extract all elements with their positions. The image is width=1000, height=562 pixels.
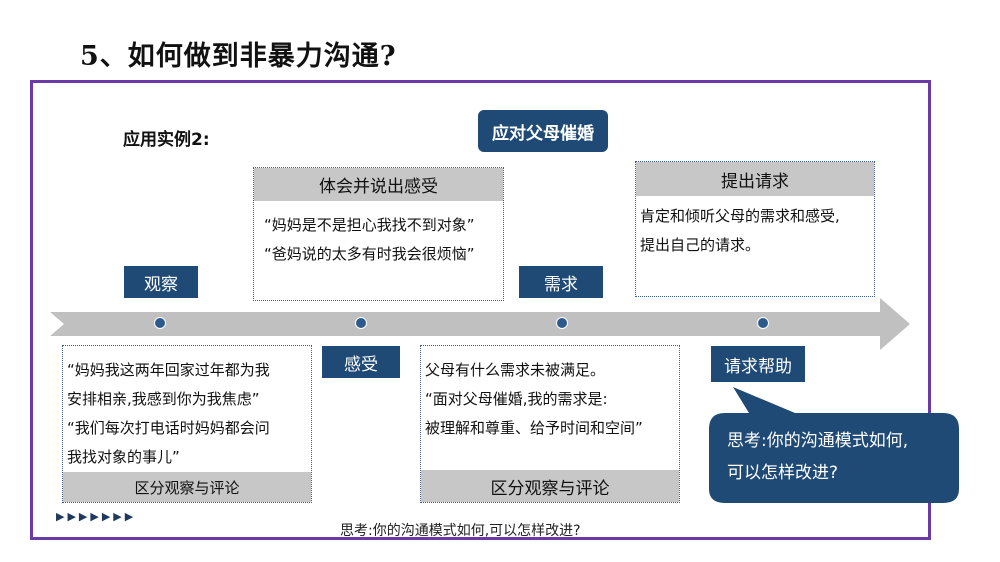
topic-badge: 应对父母催婚 [478, 110, 608, 152]
card-make-request: 提出请求 肯定和倾听父母的需求和感受, 提出自己的请求。 [635, 161, 875, 297]
card-express-feelings-text: “妈妈是不是担心我找不到对象” “爸妈说的太多有时我会很烦恼” [264, 216, 475, 263]
timeline-dot-need [556, 317, 568, 329]
step-label-feel: 感受 [322, 346, 400, 378]
timeline-arrow-shape [50, 298, 910, 350]
timeline-dot-observe [154, 317, 166, 329]
card-make-request-header: 提出请求 [636, 162, 874, 196]
card-express-feelings: 体会并说出感受 “妈妈是不是担心我找不到对象” “爸妈说的太多有时我会很烦恼” [253, 167, 504, 301]
card-observation-text: “妈妈我这两年回家过年都为我 安排相亲,我感到你为我焦虑” “我们每次打电话时妈… [67, 361, 270, 466]
step-label-request: 请求帮助 [711, 346, 805, 382]
callout-text: 思考:你的沟通模式如何, 可以怎样改进? [727, 431, 909, 483]
example-subtitle: 应用实例2: [123, 130, 210, 150]
card-needs-footer: 区分观察与评论 [421, 470, 679, 502]
callout-bubble-shape [709, 387, 959, 503]
callout-bubble [709, 387, 959, 503]
card-make-request-text: 肯定和倾听父母的需求和感受, 提出自己的请求。 [640, 207, 840, 254]
card-observation-footer: 区分观察与评论 [63, 472, 311, 502]
card-express-feelings-header: 体会并说出感受 [254, 168, 503, 201]
slide-title: 5、如何做到非暴力沟通? [80, 41, 397, 72]
content-frame [30, 80, 931, 540]
footer-question: 思考:你的沟通模式如何,可以怎样改进? [340, 523, 581, 539]
timeline-arrow [50, 298, 910, 350]
card-needs-text: 父母有什么需求未被满足。 “面对父母催婚,我的需求是: 被理解和尊重、给予时间和… [425, 361, 643, 437]
arrow-markers: ▶▶▶▶▶▶▶ [56, 510, 137, 523]
step-label-need: 需求 [519, 266, 603, 298]
step-label-observe: 观察 [124, 266, 198, 298]
timeline-dot-feel [355, 317, 367, 329]
timeline-dot-request [757, 317, 769, 329]
